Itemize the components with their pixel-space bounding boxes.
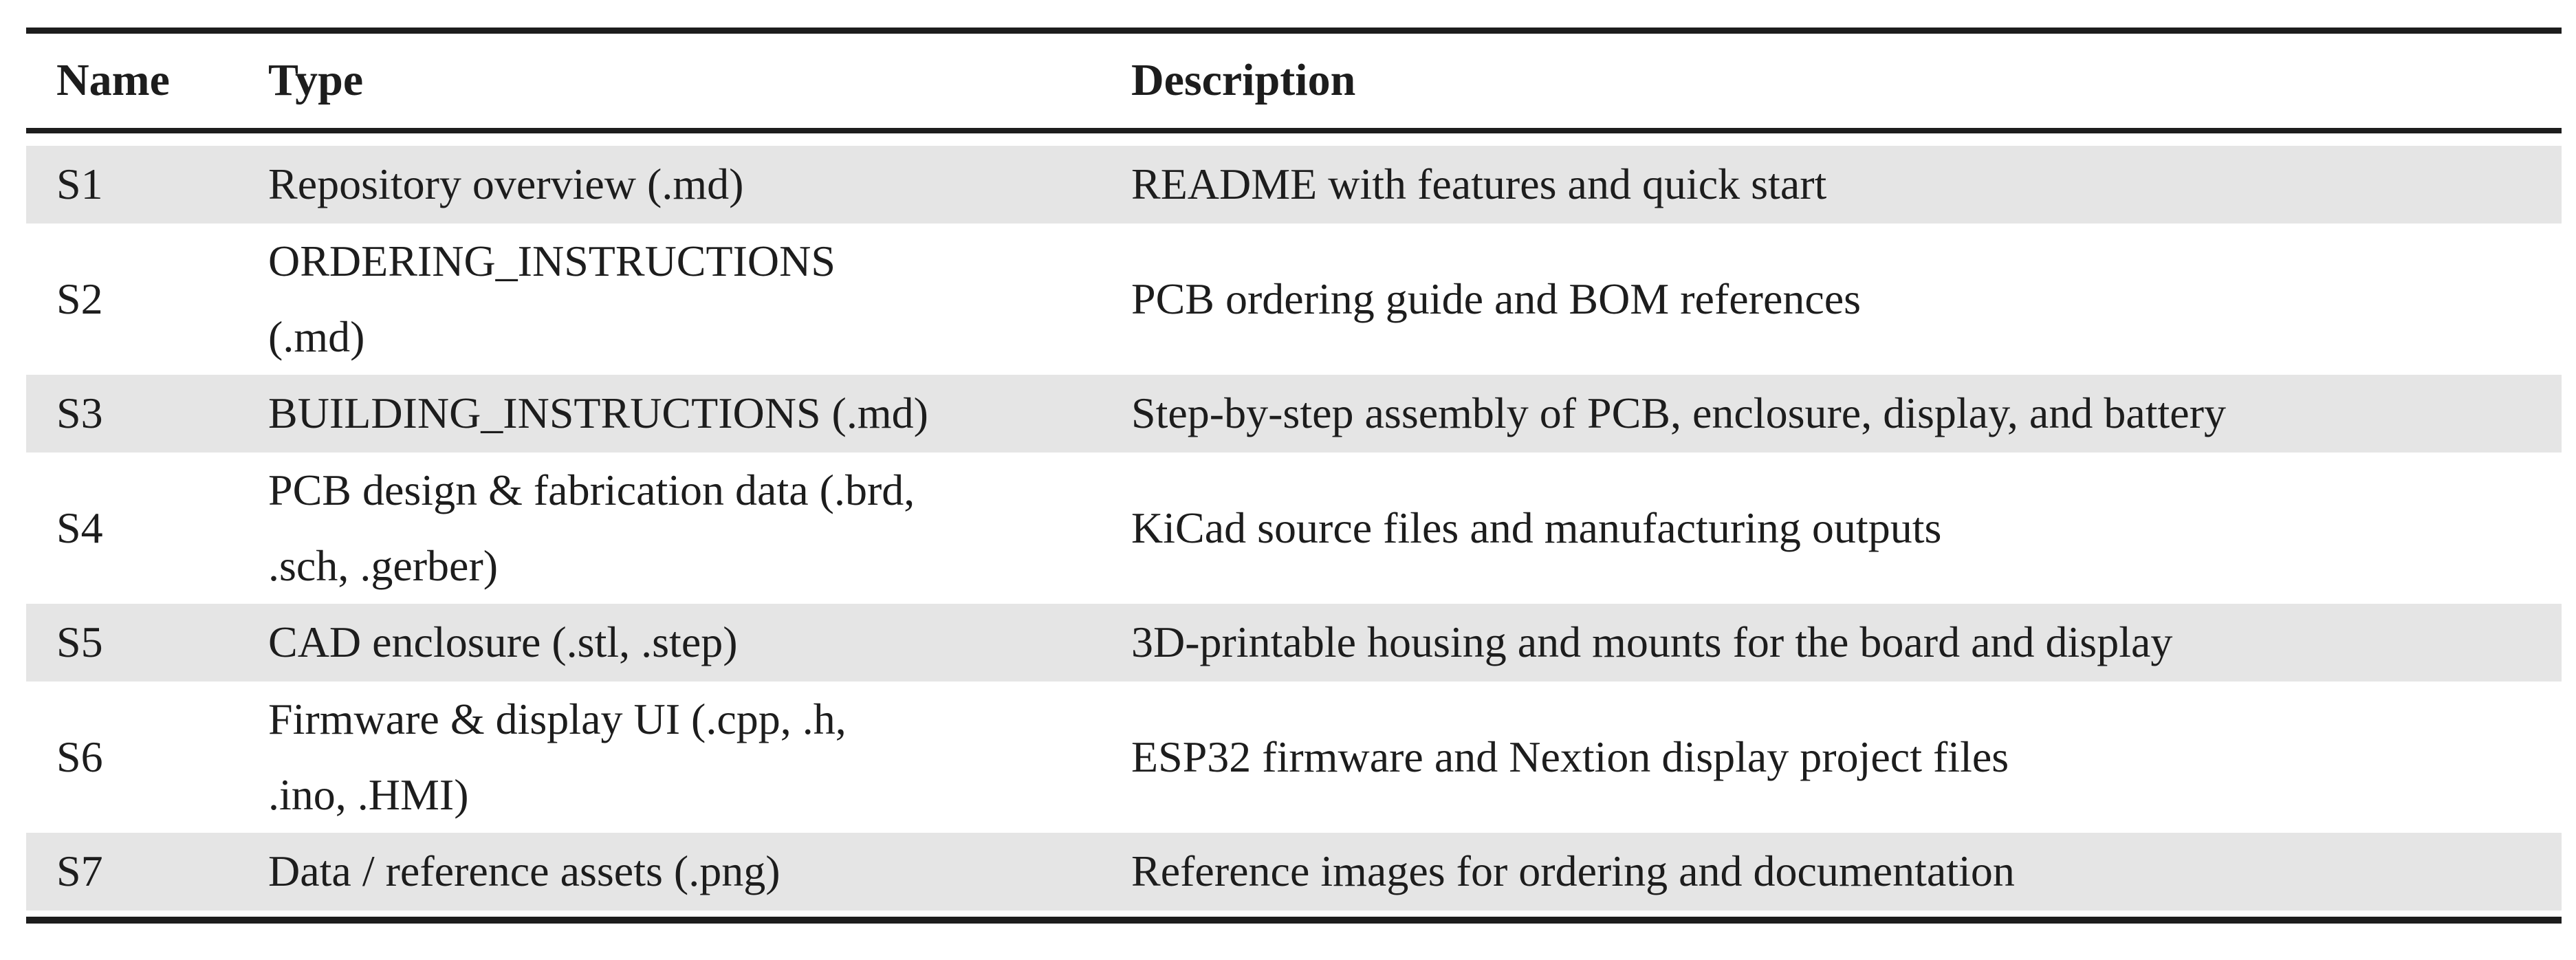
header-row: Name Type Description xyxy=(26,30,2562,133)
table-row: S1 Repository overview (.md) README with… xyxy=(26,145,2562,223)
paper-table-figure: Name Type Description S1 Repository over… xyxy=(0,28,2576,924)
table-header: Name Type Description xyxy=(26,30,2562,133)
table-row: S5 CAD enclosure (.stl, .step) 3D-printa… xyxy=(26,603,2562,681)
type-cell: ORDERING_INSTRUCTIONS (.md) xyxy=(268,236,836,361)
description-cell: README with features and quick start xyxy=(1131,160,1827,208)
description-cell: PCB ordering guide and BOM references xyxy=(1131,274,1862,323)
table-body: S1 Repository overview (.md) README with… xyxy=(26,130,2562,920)
spacer-cell xyxy=(26,910,2562,920)
type-cell: BUILDING_INSTRUCTIONS (.md) xyxy=(268,389,928,437)
name-cell: S1 xyxy=(56,160,103,208)
name-cell: S2 xyxy=(56,274,103,323)
type-cell: PCB design & fabrication data (.brd, .sc… xyxy=(268,465,915,590)
type-cell: CAD enclosure (.stl, .step) xyxy=(268,618,738,666)
table-row: S6 Firmware & display UI (.cpp, .h, .ino… xyxy=(26,681,2562,833)
column-header-type: Type xyxy=(268,30,1131,133)
table-row: S3 BUILDING_INSTRUCTIONS (.md) Step-by-s… xyxy=(26,374,2562,452)
supplementary-files-table: Name Type Description S1 Repository over… xyxy=(26,28,2562,924)
type-cell: Data / reference assets (.png) xyxy=(268,847,781,895)
description-cell: Step-by-step assembly of PCB, enclosure,… xyxy=(1131,389,2226,437)
spacer-cell xyxy=(26,131,2562,146)
name-cell: S5 xyxy=(56,618,103,666)
description-cell: Reference images for ordering and docume… xyxy=(1131,847,2015,895)
description-cell: ESP32 firmware and Nextion display proje… xyxy=(1131,732,2009,781)
column-header-name: Name xyxy=(26,30,268,133)
table-row: S4 PCB design & fabrication data (.brd, … xyxy=(26,452,2562,604)
bottom-gap-spacer xyxy=(26,910,2562,920)
description-cell: 3D-printable housing and mounts for the … xyxy=(1131,618,2173,666)
type-cell: Firmware & display UI (.cpp, .h, .ino, .… xyxy=(268,694,847,819)
name-cell: S3 xyxy=(56,389,103,437)
name-cell: S7 xyxy=(56,847,103,895)
column-header-description: Description xyxy=(1131,30,2562,133)
name-cell: S4 xyxy=(56,503,103,552)
table-row: S2 ORDERING_INSTRUCTIONS (.md) PCB order… xyxy=(26,223,2562,375)
name-cell: S6 xyxy=(56,732,103,781)
header-gap-spacer xyxy=(26,130,2562,146)
description-cell: KiCad source files and manufacturing out… xyxy=(1131,503,1942,552)
type-cell: Repository overview (.md) xyxy=(268,160,744,208)
table-row: S7 Data / reference assets (.png) Refere… xyxy=(26,832,2562,910)
